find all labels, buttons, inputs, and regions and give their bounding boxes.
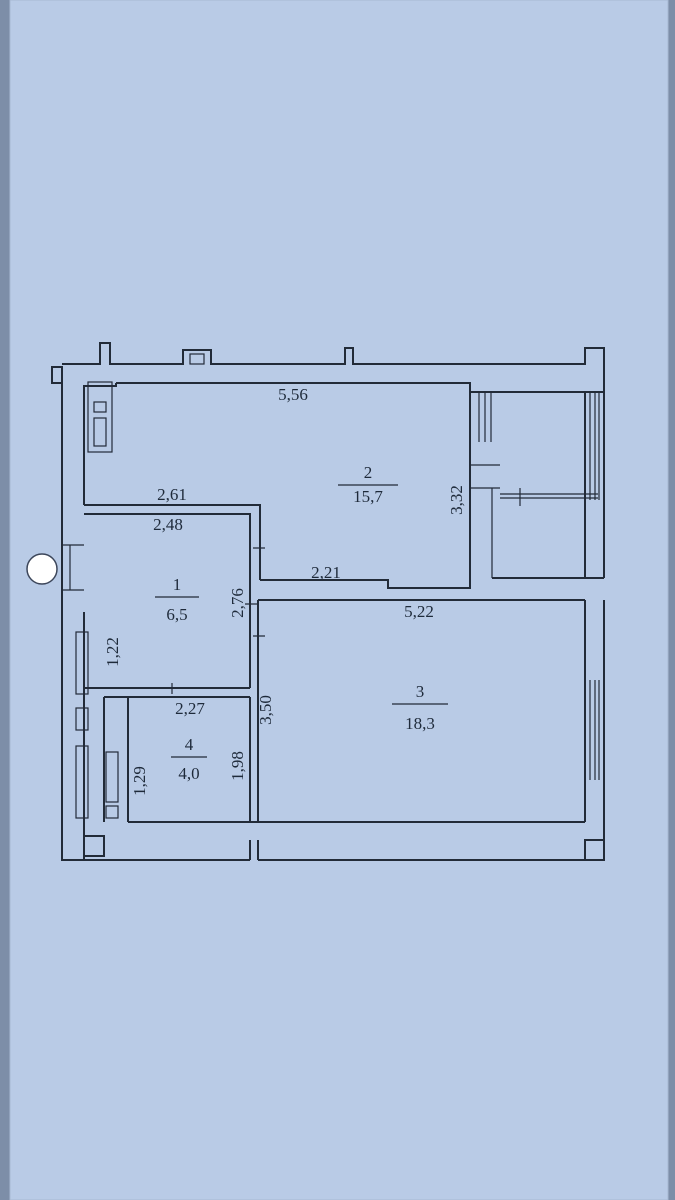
outer-wall-bottom <box>249 839 605 861</box>
room3-window <box>589 680 600 780</box>
riser-1 <box>75 631 89 695</box>
top-wall-niche <box>189 353 205 365</box>
room-2-number: 2 <box>364 463 373 482</box>
room-2-area: 15,7 <box>353 487 383 506</box>
windows <box>62 392 600 780</box>
ventilation-cell-b <box>93 417 107 447</box>
inner-wall-left-upper <box>83 383 117 505</box>
riser-4 <box>105 751 119 803</box>
riser-5 <box>105 805 119 819</box>
room-labels: 2 15,7 1 6,5 3 18,3 4 4,0 <box>155 463 448 783</box>
partition-room2-bottom <box>260 392 471 589</box>
partition-room3 <box>257 599 585 822</box>
ventilation-shaft <box>87 381 113 453</box>
room-3-number: 3 <box>416 682 425 701</box>
dim-room3-top: 5,22 <box>404 602 434 621</box>
riser-3 <box>75 745 89 819</box>
door-tick-marks <box>171 547 265 694</box>
dim-room2-step: 2,21 <box>311 563 341 582</box>
room1-window <box>62 544 84 591</box>
dim-room1-height: 2,76 <box>228 588 247 618</box>
outer-walls <box>51 342 605 861</box>
balcony-window-sill <box>500 488 598 506</box>
door-ticks <box>171 547 265 694</box>
partition-room4 <box>84 687 251 822</box>
paper-edge <box>9 0 669 1200</box>
dim-room1-side: 1,22 <box>103 637 122 667</box>
partition-room1-room2 <box>84 504 261 580</box>
dim-room4-top: 2,27 <box>175 699 205 718</box>
dimension-labels: 5,56 2,61 2,48 3,32 2,21 5,22 2,76 1,22 … <box>103 385 466 796</box>
dim-room2-left: 2,61 <box>157 485 187 504</box>
balcony-partition <box>470 464 500 578</box>
riser-2 <box>75 707 89 731</box>
room-4-number: 4 <box>185 735 194 754</box>
dim-room4-side: 1,29 <box>130 766 149 796</box>
room-4-area: 4,0 <box>178 764 199 783</box>
room-3-area: 18,3 <box>405 714 435 733</box>
dim-room2-height: 3,32 <box>447 485 466 515</box>
room-1-number: 1 <box>173 575 182 594</box>
inner-wall-top <box>116 382 585 393</box>
outer-wall-top <box>62 342 605 393</box>
room-1-area: 6,5 <box>166 605 187 624</box>
partition-room1-inner <box>84 513 251 688</box>
outer-wall-left <box>61 383 250 861</box>
dim-room3-height: 3,50 <box>256 695 275 725</box>
binder-hole-icon <box>26 553 58 585</box>
outer-wall-right <box>584 392 605 840</box>
balcony-door <box>478 392 492 442</box>
fixtures <box>75 381 119 819</box>
dim-room1-top: 2,48 <box>153 515 183 534</box>
bottom-left-column <box>83 835 105 857</box>
dim-room2-top: 5,56 <box>278 385 308 404</box>
partitions <box>84 392 585 822</box>
balcony-window <box>589 392 600 500</box>
dim-room4-height: 1,98 <box>228 751 247 781</box>
ventilation-cell-a <box>93 401 107 413</box>
